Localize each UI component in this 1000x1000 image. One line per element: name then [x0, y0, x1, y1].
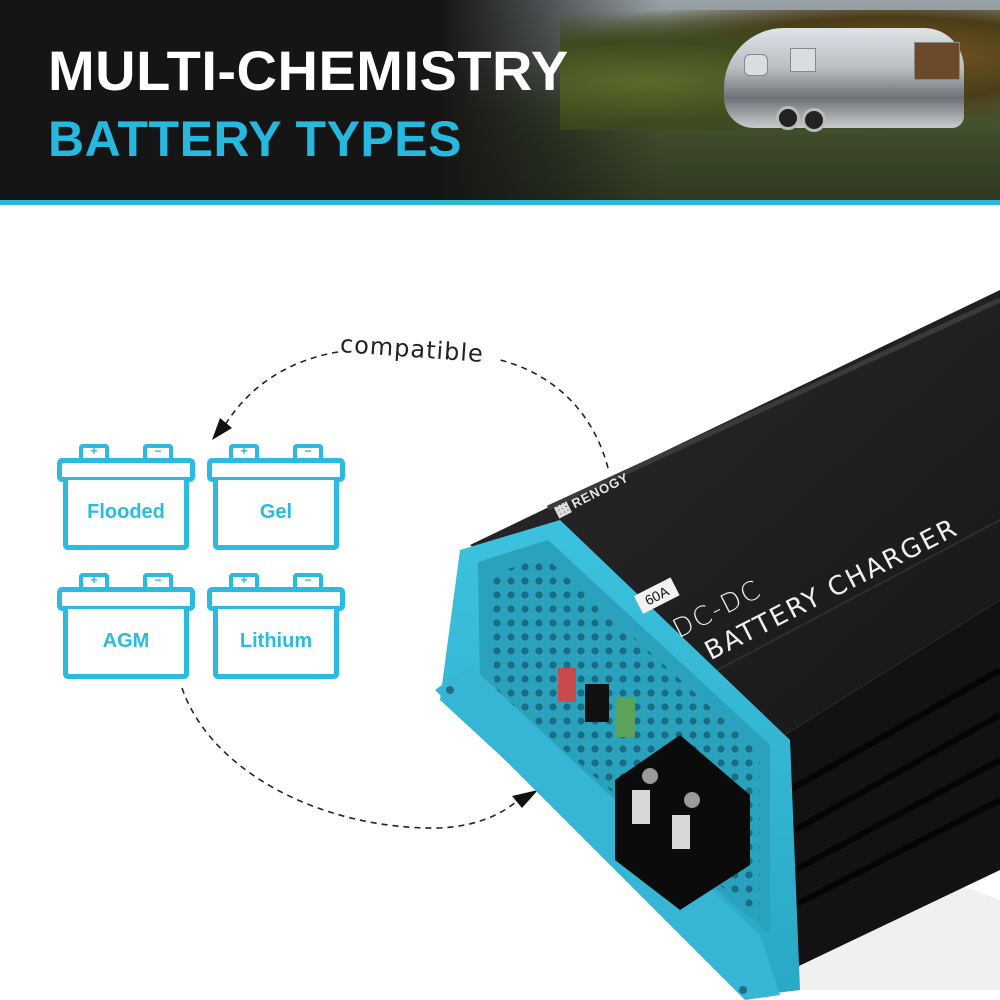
negative-terminal-icon: −	[143, 444, 173, 458]
negative-terminal-icon: −	[143, 573, 173, 587]
dashed-arc-bottom	[181, 687, 519, 829]
trailer-window	[790, 48, 816, 72]
battery-icon-flooded: + − Flooded	[57, 444, 195, 550]
battery-icon-gel: + − Gel	[207, 444, 345, 550]
negative-terminal-icon: −	[293, 444, 323, 458]
trailer-wheel	[776, 106, 800, 130]
trailer-wheel	[802, 108, 826, 132]
positive-terminal-icon: +	[79, 573, 109, 587]
dashed-arc-right	[499, 359, 609, 469]
battery-icon-agm: + − AGM	[57, 573, 195, 679]
trailer-rear-window	[914, 42, 960, 80]
airstream-trailer	[724, 28, 964, 132]
positive-terminal-icon: +	[229, 444, 259, 458]
hero-banner: MULTI-CHEMISTRY BATTERY TYPES	[0, 0, 1000, 200]
headline-line-1: MULTI-CHEMISTRY	[48, 39, 569, 102]
positive-terminal-icon: +	[229, 573, 259, 587]
battery-label: Flooded	[63, 480, 189, 550]
positive-terminal-icon: +	[79, 444, 109, 458]
trailer-window	[744, 54, 768, 76]
green-terminal-icon	[615, 697, 635, 737]
negative-terminal-icon: −	[293, 573, 323, 587]
rj45-port-icon	[585, 684, 609, 722]
arrowhead-to-charger-icon	[512, 790, 538, 808]
dip-switch-icon	[558, 668, 576, 702]
battery-label: AGM	[63, 609, 189, 679]
dashed-arc-left	[224, 351, 339, 426]
accent-divider	[0, 200, 1000, 205]
headline-line-2: BATTERY TYPES	[48, 111, 462, 167]
battery-label: Gel	[213, 480, 339, 550]
battery-icon-lithium: + − Lithium	[207, 573, 345, 679]
arrowhead-to-batteries-icon	[212, 418, 232, 440]
battery-label: Lithium	[213, 609, 339, 679]
